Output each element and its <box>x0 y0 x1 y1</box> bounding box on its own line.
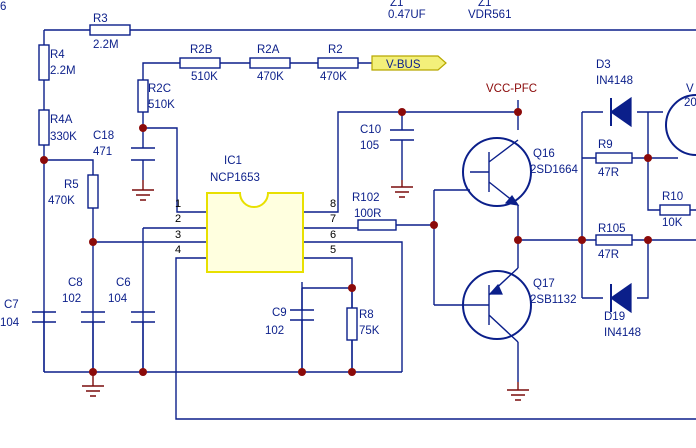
d3-part: IN4148 <box>596 75 633 87</box>
ic-pin-8: 8 <box>330 198 336 210</box>
d19-part: IN4148 <box>604 327 641 339</box>
ic-body <box>206 192 304 273</box>
capacitor-c10 <box>390 129 414 141</box>
right-fragment-1: V <box>686 83 694 95</box>
ic-pin-5: 5 <box>330 244 336 256</box>
ic-pin-1: 1 <box>175 198 181 210</box>
r5-ref: R5 <box>64 179 79 191</box>
varistor-label: VDR561 <box>468 9 511 21</box>
r2a-value: 470K <box>257 71 284 83</box>
c8-ref: C8 <box>68 277 83 289</box>
r4-value: 2.2M <box>50 65 76 77</box>
d19-ref: D19 <box>604 311 625 323</box>
ic-ref: IC1 <box>224 155 242 167</box>
vcc-pfc-text: VCC-PFC <box>486 83 537 95</box>
transistor-q16-body <box>462 137 532 207</box>
r8-value: 75K <box>359 325 380 337</box>
r3-ref: R3 <box>93 13 108 25</box>
r10-ref: R10 <box>662 191 683 203</box>
top-left-fragment: 6 <box>0 1 6 13</box>
partial-transistor-right <box>665 94 696 156</box>
c7-value: 104 <box>0 317 20 329</box>
r4-ref: R4 <box>50 49 65 61</box>
c7-ref: C7 <box>4 299 19 311</box>
ic-pin-4: 4 <box>175 244 181 256</box>
r10-value: 10K <box>662 217 683 229</box>
c9-value: 102 <box>265 325 284 337</box>
r4a-value: 330K <box>50 131 77 143</box>
resistor-r102 <box>357 219 397 231</box>
r105-value: 47R <box>598 249 619 261</box>
r2b-ref: R2B <box>190 44 213 56</box>
q17-part: 2SB1132 <box>530 294 576 306</box>
transistor-q17 <box>462 267 532 343</box>
transistor-q16 <box>462 137 532 207</box>
resistor-r2a <box>249 57 291 69</box>
r2a-ref: R2A <box>257 44 280 56</box>
right-fragment-2: 20 <box>684 97 696 109</box>
resistor-r2 <box>317 57 359 69</box>
z1-label: Z1 <box>390 0 403 9</box>
cap-value-top: 0.47UF <box>388 9 426 21</box>
ic-pin-7: 7 <box>330 213 336 225</box>
r102-value: 100R <box>354 208 382 220</box>
r4a-ref: R4A <box>50 114 73 126</box>
resistor-r5 <box>87 174 99 209</box>
ground-icon <box>391 180 413 198</box>
ic-pin-6: 6 <box>330 229 336 241</box>
resistor-r4a <box>38 109 50 146</box>
resistor-r105 <box>595 234 633 246</box>
r8-ref: R8 <box>359 309 374 321</box>
ic-ncp1653 <box>206 192 304 273</box>
vbus-text: V-BUS <box>386 59 421 71</box>
ic-pin-3: 3 <box>175 229 181 241</box>
resistor-r10 <box>659 204 691 216</box>
c6-ref: C6 <box>116 277 131 289</box>
resistor-r2b <box>179 57 221 69</box>
r5-value: 470K <box>48 195 75 207</box>
q16-ref: Q16 <box>533 148 555 160</box>
d3-ref: D3 <box>596 59 611 71</box>
resistor-r3 <box>89 24 131 36</box>
ic-pin-2: 2 <box>175 213 181 225</box>
capacitor-c9 <box>290 309 314 321</box>
q16-part: 2SD1664 <box>530 164 579 176</box>
resistor-r2c <box>137 79 149 113</box>
r102-ref: R102 <box>352 192 380 204</box>
capacitor-c18 <box>131 147 155 161</box>
c10-ref: C10 <box>360 124 381 136</box>
ground-icon <box>507 382 529 401</box>
resistor-r8 <box>346 307 358 341</box>
c18-value: 471 <box>93 146 112 158</box>
r9-ref: R9 <box>598 139 613 151</box>
diode-d3 <box>609 96 632 128</box>
labels: 6 Z1 Z1 0.47UF VDR561 V 20 R3 2.2M R4 2.… <box>0 0 696 339</box>
r2c-value: 510K <box>148 99 175 111</box>
transistor-q17-body <box>462 270 532 340</box>
c10-value: 105 <box>360 140 379 152</box>
r2c-ref: R2C <box>148 83 171 95</box>
ground-symbols <box>82 180 529 401</box>
ic-part: NCP1653 <box>210 172 260 184</box>
r2-value: 470K <box>320 71 347 83</box>
ground-icon <box>132 180 154 201</box>
c18-ref: C18 <box>93 130 114 142</box>
resistor-r4 <box>38 44 50 81</box>
junction-dots <box>40 108 652 376</box>
r3-value: 2.2M <box>93 39 119 51</box>
r2-ref: R2 <box>328 44 343 56</box>
z1-label-2: Z1 <box>478 0 491 9</box>
r105-ref: R105 <box>598 223 626 235</box>
diode-d19 <box>609 282 632 314</box>
c8-value: 102 <box>62 293 81 305</box>
q17-ref: Q17 <box>533 278 555 290</box>
vbus-net-label <box>371 55 447 71</box>
r9-value: 47R <box>598 167 619 179</box>
c9-ref: C9 <box>272 307 287 319</box>
c6-value: 104 <box>108 293 128 305</box>
resistor-r9 <box>595 152 633 164</box>
ground-icon <box>82 372 104 397</box>
r2b-value: 510K <box>191 71 218 83</box>
